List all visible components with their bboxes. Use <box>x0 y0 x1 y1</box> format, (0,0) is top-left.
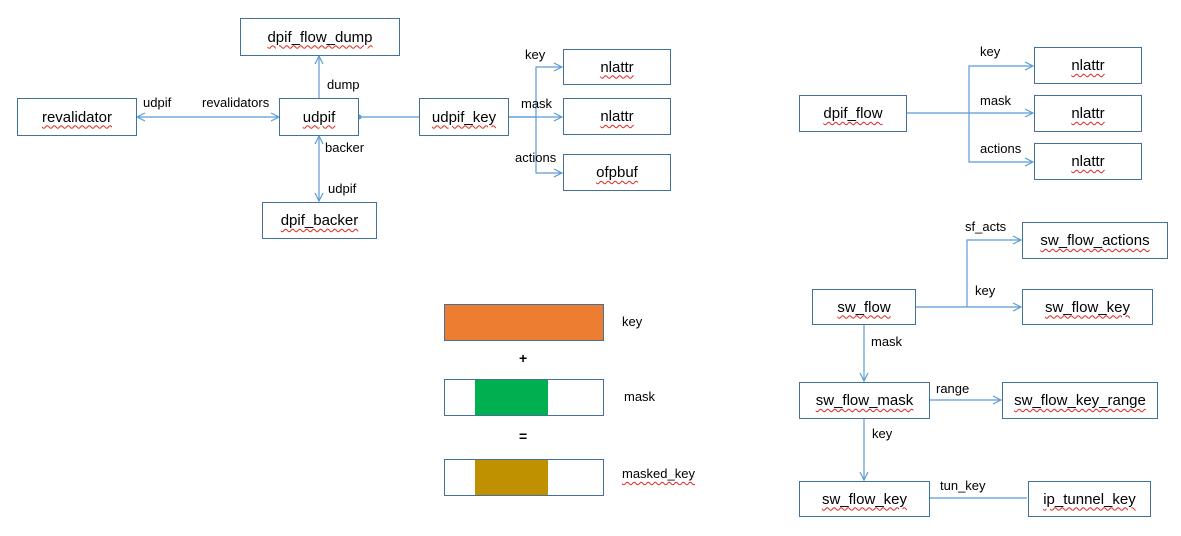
edge-label-sw-mask: mask <box>871 334 903 349</box>
edge-label-backer: backer <box>325 140 365 155</box>
legend-key-fill <box>445 305 603 340</box>
sw-flow-key-bottom-label: sw_flow_key <box>821 490 908 508</box>
dpif-backer-label: dpif_backer <box>280 212 359 229</box>
legend-mask-label: mask <box>624 389 656 404</box>
dpif-nlattr-mask-box: nlattr <box>1034 95 1142 132</box>
dpif-nlattr-key-box: nlattr <box>1034 47 1142 84</box>
edge-label-mask: mask <box>521 96 553 111</box>
sw-flow-key-top-box: sw_flow_key <box>1022 289 1153 325</box>
edge-dpif-flow-actions <box>968 113 1033 162</box>
legend-mask-fill <box>475 380 548 415</box>
sw-flow-box: sw_flow <box>812 289 916 325</box>
nlattr-mask-box: nlattr <box>563 98 671 135</box>
revalidator-box: revalidator <box>17 98 137 136</box>
edge-udpif-key-actions <box>535 117 562 173</box>
edge-label-revalidators: revalidators <box>202 95 270 110</box>
edge-label-tun-key: tun_key <box>940 478 986 493</box>
legend-plus: + <box>519 350 528 366</box>
ip-tunnel-key-label: ip_tunnel_key <box>1043 490 1136 508</box>
legend-key-label: key <box>622 314 643 329</box>
dpif-nlattr-key-label: nlattr <box>1071 57 1105 74</box>
edge-label-udpif-backer: udpif <box>328 181 357 196</box>
edge-label-actions: actions <box>515 150 557 165</box>
edge-label-sf-acts: sf_acts <box>965 219 1007 234</box>
edge-dpif-flow-key <box>968 66 1033 113</box>
sw-flow-mask-label: sw_flow_mask <box>815 392 914 409</box>
udpif-label: udpif <box>302 108 336 126</box>
dpif-nlattr-mask-label: nlattr <box>1071 105 1105 122</box>
edge-label-dump: dump <box>327 77 360 92</box>
legend-key-bar <box>444 304 604 341</box>
edge-label-dpif-actions: actions <box>980 141 1022 156</box>
sw-flow-mask-box: sw_flow_mask <box>799 382 930 419</box>
dpif-flow-dump-box: dpif_flow_dump <box>240 18 400 56</box>
sw-flow-actions-box: sw_flow_actions <box>1022 222 1168 259</box>
udpif-box: udpif <box>279 98 359 136</box>
udpif-key-label: udpif_key <box>431 108 497 126</box>
dpif-nlattr-actions-box: nlattr <box>1034 143 1142 180</box>
nlattr-key-label: nlattr <box>600 58 634 76</box>
sw-flow-actions-label: sw_flow_actions <box>1040 232 1150 249</box>
edge-label-range: range <box>936 381 970 396</box>
sw-flow-key-range-label: sw_flow_key_range <box>1014 392 1146 409</box>
edge-label-udpif: udpif <box>143 95 172 110</box>
udpif-key-box: udpif_key <box>419 98 509 136</box>
legend-masked-key-fill <box>475 460 548 495</box>
dpif-flow-box: dpif_flow <box>799 95 907 132</box>
edge-label-dpif-mask: mask <box>980 93 1012 108</box>
nlattr-mask-label: nlattr <box>600 108 634 125</box>
edge-label-sw-key: key <box>975 283 996 298</box>
legend-equals: = <box>519 428 528 444</box>
ofpbuf-box: ofpbuf <box>563 154 671 191</box>
edge-label-key: key <box>525 47 546 62</box>
sw-flow-key-range-box: sw_flow_key_range <box>1002 382 1158 419</box>
legend-mask-bar <box>444 379 604 416</box>
dpif-flow-dump-label: dpif_flow_dump <box>267 28 373 46</box>
nlattr-key-box: nlattr <box>563 49 671 85</box>
sw-flow-key-bottom-box: sw_flow_key <box>799 481 930 517</box>
ip-tunnel-key-box: ip_tunnel_key <box>1028 481 1151 517</box>
dpif-flow-label: dpif_flow <box>823 105 883 122</box>
edge-label-dpif-key: key <box>980 44 1001 59</box>
legend-masked-key-bar <box>444 459 604 496</box>
edge-sw-flow-actions <box>966 240 1021 307</box>
dpif-nlattr-actions-label: nlattr <box>1071 153 1105 170</box>
dpif-backer-box: dpif_backer <box>262 202 377 239</box>
ofpbuf-label: ofpbuf <box>596 164 638 181</box>
revalidator-label: revalidator <box>41 108 113 126</box>
edge-label-mask-key: key <box>872 426 893 441</box>
sw-flow-label: sw_flow <box>837 298 891 316</box>
legend-masked-key-label: masked_key <box>622 466 695 481</box>
sw-flow-key-top-label: sw_flow_key <box>1044 298 1131 316</box>
